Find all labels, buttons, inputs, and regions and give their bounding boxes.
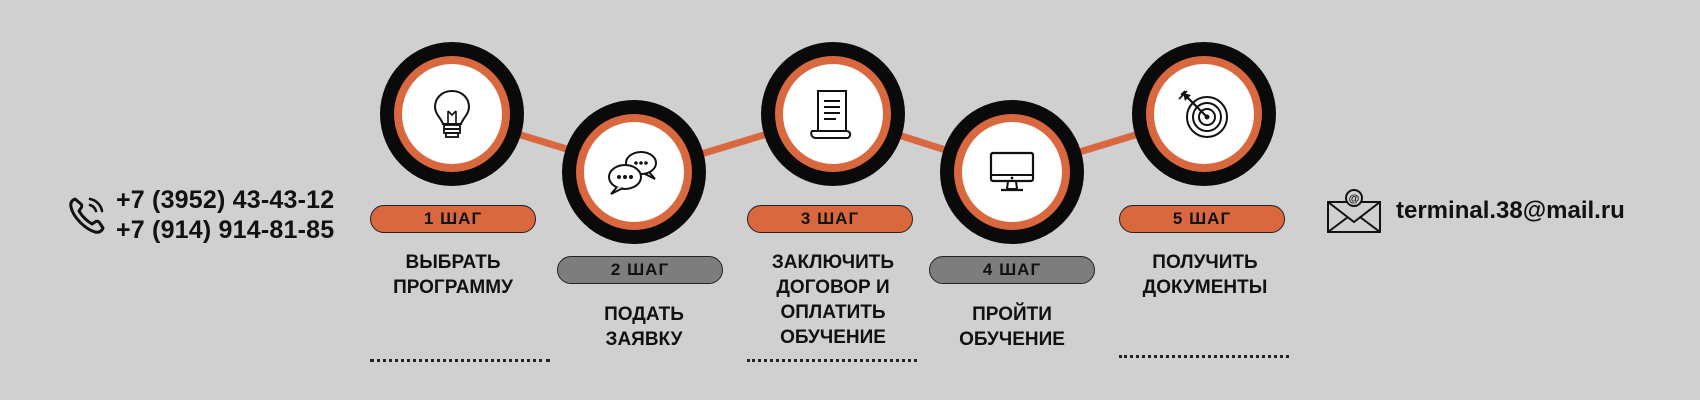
phone-contacts: +7 (3952) 43-43-12 +7 (914) 914-81-85: [66, 186, 334, 244]
phone-number-1[interactable]: +7 (3952) 43-43-12: [116, 186, 335, 214]
target-icon: [1178, 90, 1228, 138]
envelope-at-icon: @: [1327, 189, 1381, 233]
monitor-icon: [989, 151, 1035, 192]
chat-bubbles-icon: [608, 151, 657, 195]
phone-number-2[interactable]: +7 (914) 914-81-85: [116, 216, 335, 244]
step-1-caption: ВЫБРАТЬ ПРОГРАММУ: [393, 252, 513, 298]
phone-icon: [69, 197, 105, 234]
step-2-circle: [562, 100, 706, 244]
step-5-badge: 5 ШАГ: [1119, 205, 1285, 233]
step-4-caption: ПРОЙТИ ОБУЧЕНИЕ: [959, 304, 1065, 350]
step-5-caption: ПОЛУЧИТЬ ДОКУМЕНТЫ: [1142, 252, 1268, 298]
svg-text:@: @: [1349, 193, 1360, 205]
email-contact: @ terminal.38@mail.ru: [1326, 188, 1625, 234]
step-1-circle: [380, 42, 524, 186]
step-4-circle: [940, 100, 1084, 244]
step-3-dots: [747, 356, 917, 362]
lightbulb-icon: [433, 89, 471, 138]
step-5-dots: [1119, 352, 1289, 358]
step-3-caption: ЗАКЛЮЧИТЬ ДОГОВОР И ОПЛАТИТЬ ОБУЧЕНИЕ: [771, 252, 895, 348]
step-4-badge: 4 ШАГ: [929, 256, 1095, 284]
step-3-circle: [761, 42, 905, 186]
email-address[interactable]: terminal.38@mail.ru: [1396, 197, 1625, 224]
step-2-caption: ПОДАТЬ ЗАЯВКУ: [604, 304, 684, 350]
step-1-dots: [370, 356, 550, 362]
step-5-circle: [1132, 42, 1276, 186]
document-scroll-icon: [810, 90, 852, 139]
phone-numbers: +7 (3952) 43-43-12 +7 (914) 914-81-85: [116, 186, 334, 244]
step-1-badge: 1 ШАГ: [370, 205, 536, 233]
step-2-badge: 2 ШАГ: [557, 256, 723, 284]
step-3-badge: 3 ШАГ: [747, 205, 913, 233]
